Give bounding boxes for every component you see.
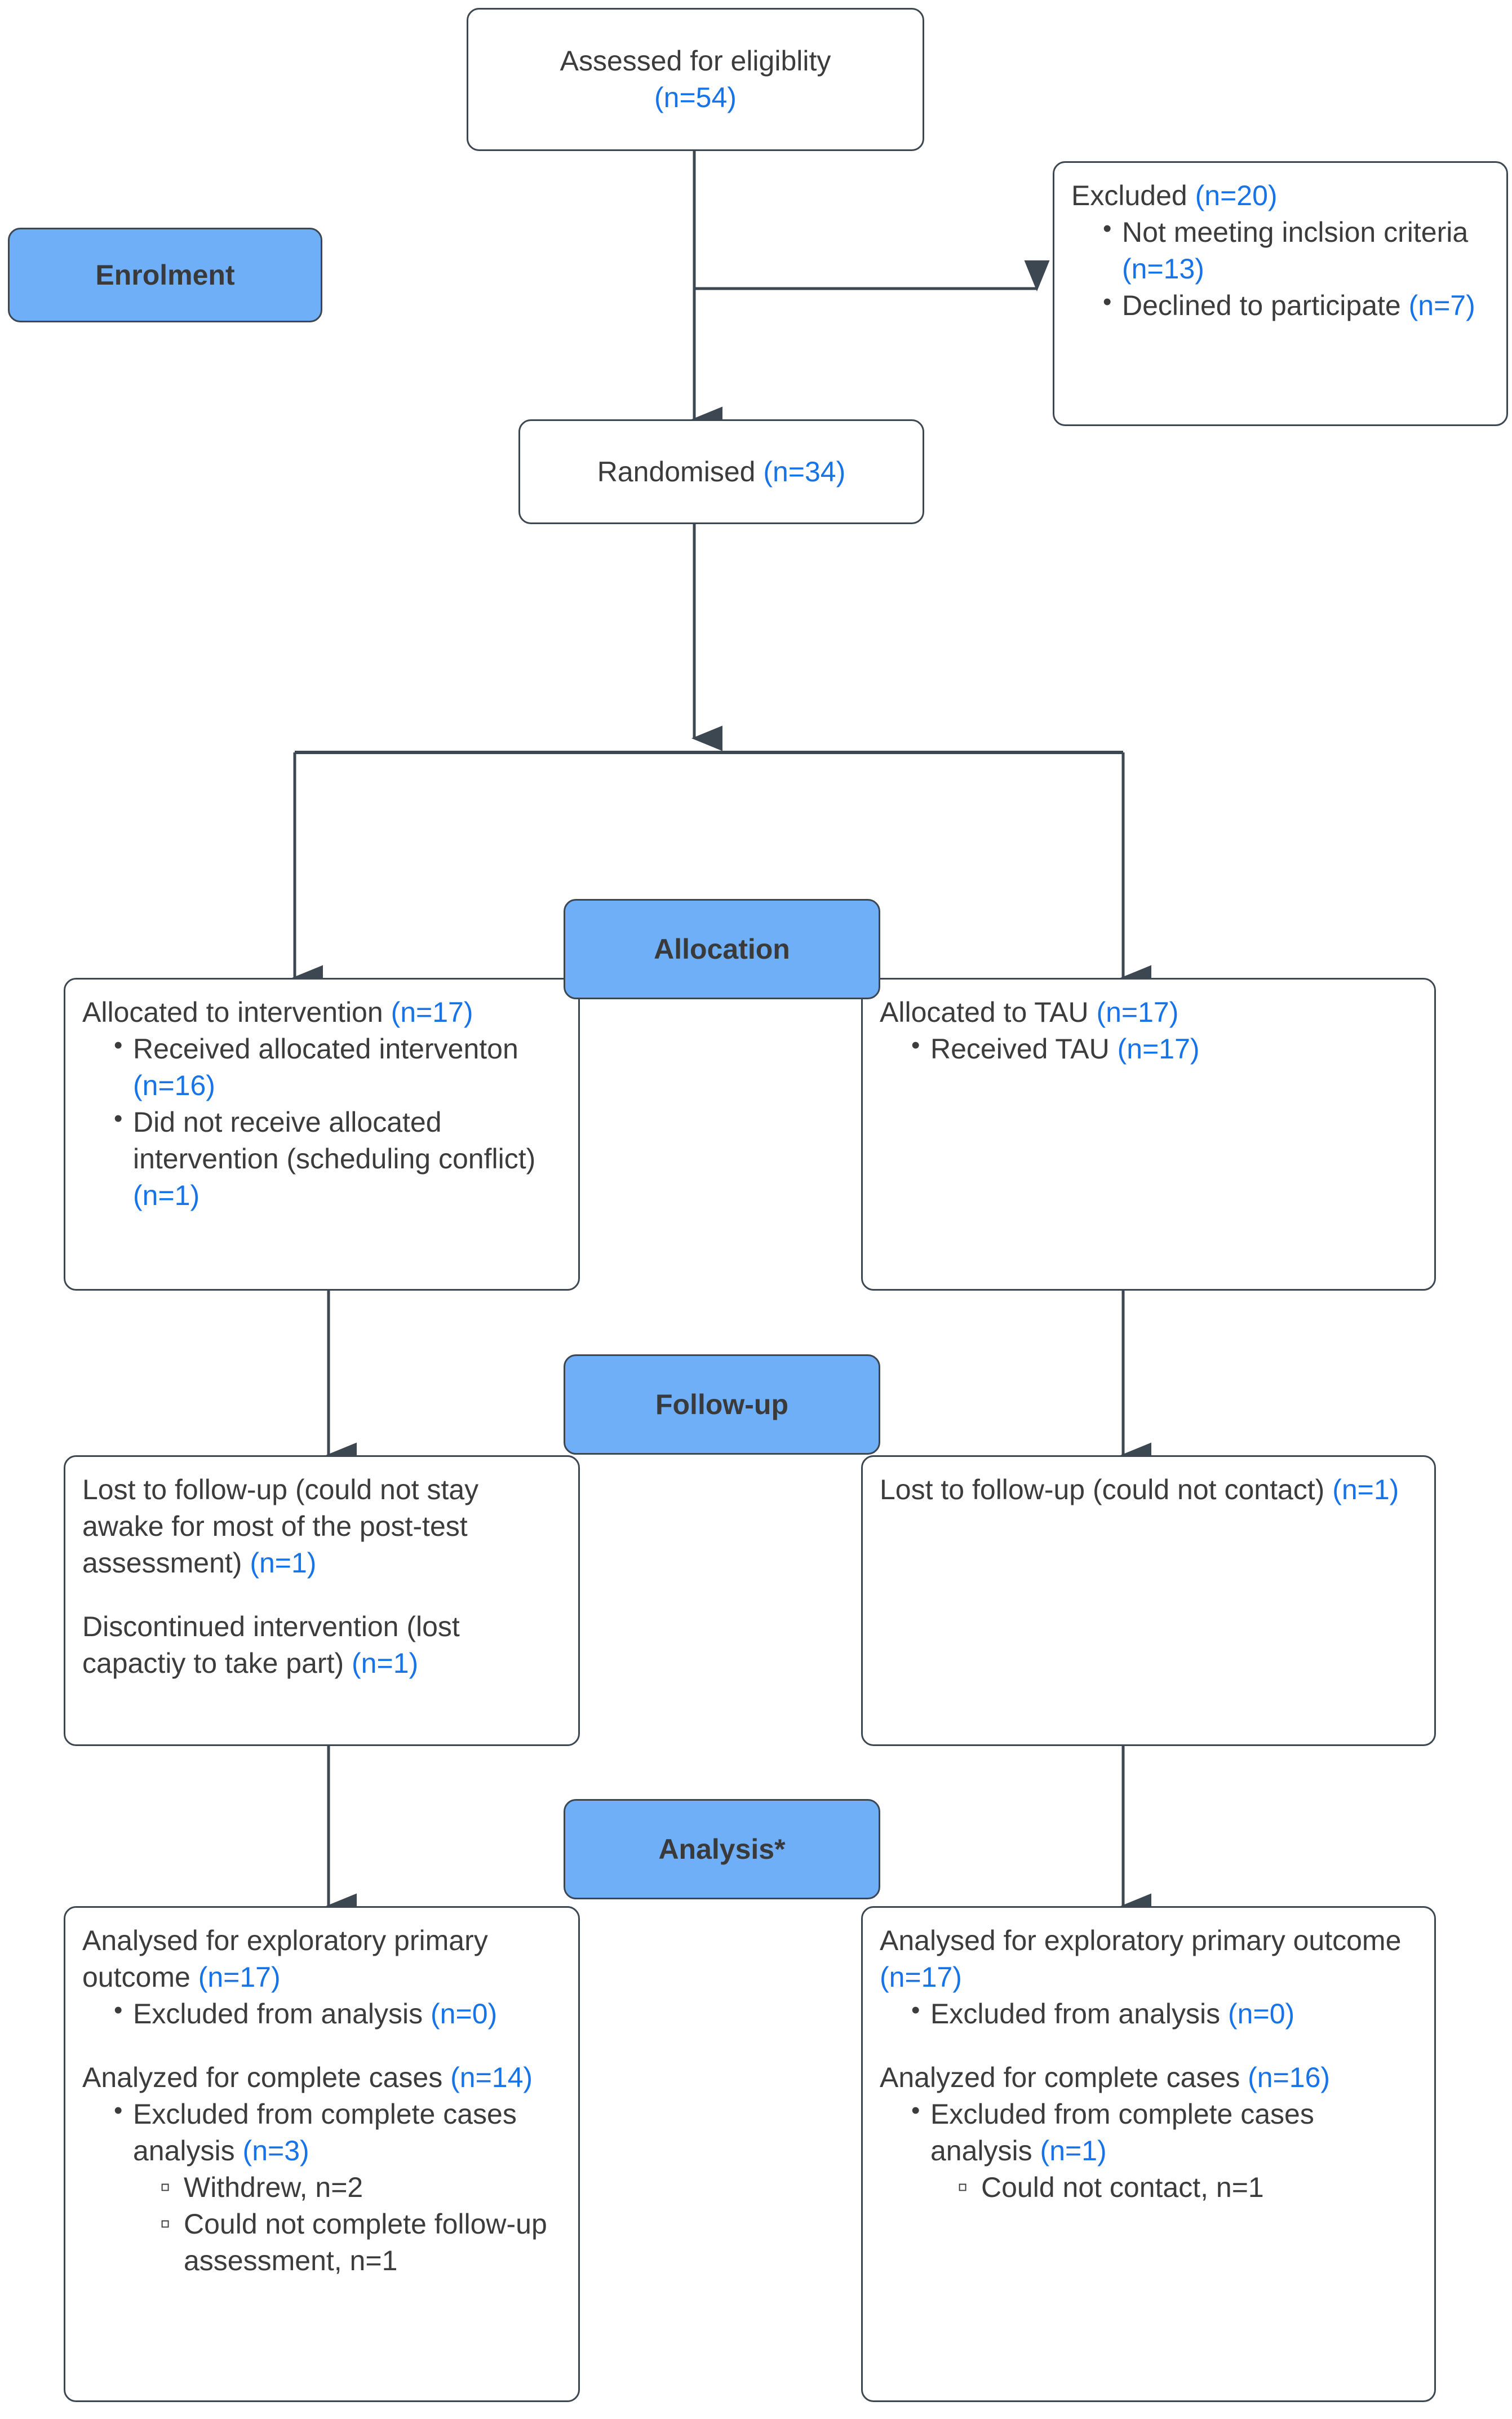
list-item: Received TAU (n=17): [909, 1029, 1417, 1067]
node-excluded: Excluded (n=20) Not meeting inclsion cri…: [1053, 161, 1508, 426]
alloc-right-item-0-count: (n=17): [1117, 1033, 1200, 1065]
node-followup-tau: Lost to follow-up (could not contact) (n…: [861, 1455, 1436, 1746]
follow-right-para1: Lost to follow-up (could not contact): [880, 1474, 1325, 1505]
node-analysis-intervention: Analysed for exploratory primary outcome…: [64, 1906, 580, 2402]
spacer: [82, 1581, 561, 1609]
alloc-left-item-1-count: (n=1): [133, 1180, 200, 1211]
stage-label-followup: Follow-up: [564, 1354, 880, 1455]
excluded-item-1-text: Declined to participate: [1122, 290, 1401, 321]
assessed-count: (n=54): [654, 82, 737, 113]
stage-label-allocation-text: Allocation: [654, 933, 790, 965]
analysis-left-list1: Excluded from analysis (n=0): [82, 1994, 561, 2032]
alloc-right-heading-count: (n=17): [1096, 996, 1179, 1028]
follow-left-para1-count: (n=1): [250, 1547, 317, 1579]
list-item: Excluded from complete cases analysis (n…: [909, 2094, 1417, 2207]
assessed-label: Assessed for eligiblity: [560, 45, 831, 77]
analysis-left-list2: Excluded from complete cases analysis (n…: [82, 2094, 561, 2279]
stage-label-allocation: Allocation: [564, 899, 880, 999]
stage-label-enrolment-text: Enrolment: [95, 259, 235, 291]
analysis-left-heading2: Analyzed for complete cases: [82, 2061, 443, 2093]
alloc-right-list: Received TAU (n=17): [880, 1029, 1417, 1067]
spacer: [82, 2032, 561, 2059]
analysis-right-heading1-count: (n=17): [880, 1961, 962, 1993]
stage-label-analysis: Analysis*: [564, 1799, 880, 1899]
stage-label-followup-text: Follow-up: [655, 1389, 789, 1420]
excluded-heading-count: (n=20): [1195, 180, 1278, 211]
alloc-left-item-1-text: Did not receive allocated intervention (…: [133, 1106, 536, 1175]
alloc-left-heading-count: (n=17): [391, 996, 473, 1028]
node-allocated-tau: Allocated to TAU (n=17) Received TAU (n=…: [861, 978, 1436, 1291]
node-randomised: Randomised (n=34): [518, 419, 924, 524]
analysis-right-item2-0-text: Excluded from complete cases analysis: [930, 2098, 1314, 2167]
randomised-label: Randomised: [597, 455, 756, 488]
analysis-right-list2: Excluded from complete cases analysis (n…: [880, 2094, 1417, 2207]
list-item: Excluded from analysis (n=0): [909, 1994, 1417, 2032]
alloc-right-item-0-text: Received TAU: [930, 1033, 1110, 1065]
list-item: Could not contact, n=1: [957, 2168, 1417, 2207]
list-item: Excluded from analysis (n=0): [112, 1994, 561, 2032]
analysis-right-list1: Excluded from analysis (n=0): [880, 1994, 1417, 2032]
follow-left-para2: Discontinued intervention (lost capactiy…: [82, 1610, 460, 1679]
analysis-right-item1-0-text: Excluded from analysis: [930, 1998, 1221, 2030]
analysis-left-item2-0-count: (n=3): [242, 2134, 309, 2167]
excluded-heading: Excluded: [1071, 180, 1187, 211]
randomised-count: (n=34): [763, 455, 846, 488]
alloc-left-item-0-text: Received allocated interventon: [133, 1033, 518, 1065]
analysis-right-heading2-count: (n=16): [1248, 2061, 1331, 2093]
node-allocated-intervention: Allocated to intervention (n=17) Receive…: [64, 978, 580, 1291]
list-item: Declined to participate (n=7): [1101, 286, 1489, 324]
list-item: Not meeting inclsion criteria (n=13): [1101, 212, 1489, 287]
list-item: Received allocated interventon (n=16): [112, 1029, 561, 1104]
alloc-right-heading: Allocated to TAU: [880, 996, 1089, 1028]
node-followup-intervention: Lost to follow-up (could not stay awake …: [64, 1455, 580, 1746]
list-item: Withdrew, n=2: [160, 2168, 561, 2207]
analysis-left-item1-0-text: Excluded from analysis: [133, 1998, 423, 2030]
follow-left-para1: Lost to follow-up (could not stay awake …: [82, 1474, 479, 1579]
analysis-left-heading2-count: (n=14): [450, 2061, 533, 2093]
follow-left-para2-count: (n=1): [352, 1647, 419, 1679]
analysis-right-item1-0-count: (n=0): [1228, 1998, 1295, 2030]
alloc-left-heading: Allocated to intervention: [82, 996, 383, 1028]
analysis-right-heading2: Analyzed for complete cases: [880, 2061, 1240, 2093]
node-analysis-tau: Analysed for exploratory primary outcome…: [861, 1906, 1436, 2402]
analysis-left-heading1: Analysed for exploratory primary outcome: [82, 1925, 488, 1993]
list-item: Did not receive allocated intervention (…: [112, 1102, 561, 1214]
list-item: Excluded from complete cases analysis (n…: [112, 2094, 561, 2279]
stage-label-analysis-text: Analysis*: [658, 1833, 786, 1865]
spacer: [880, 2032, 1417, 2059]
list-item: Could not complete follow-up assessment,…: [160, 2205, 561, 2279]
alloc-left-list: Received allocated interventon (n=16) Di…: [82, 1029, 561, 1214]
excluded-item-1-count: (n=7): [1408, 290, 1475, 321]
analysis-left-heading1-count: (n=17): [198, 1961, 281, 1993]
analysis-left-sublist: Withdrew, n=2 Could not complete follow-…: [133, 2168, 561, 2279]
analysis-right-heading1: Analysed for exploratory primary outcome: [880, 1925, 1402, 1956]
excluded-item-0-count: (n=13): [1122, 253, 1204, 285]
excluded-list: Not meeting inclsion criteria (n=13) Dec…: [1071, 212, 1489, 324]
analysis-left-item2-0-text: Excluded from complete cases analysis: [133, 2098, 517, 2167]
analysis-right-item2-0-count: (n=1): [1040, 2134, 1107, 2167]
alloc-left-item-0-count: (n=16): [133, 1070, 215, 1101]
excluded-item-0-text: Not meeting inclsion criteria: [1122, 216, 1469, 248]
stage-label-enrolment: Enrolment: [8, 228, 322, 322]
analysis-right-sublist: Could not contact, n=1: [930, 2168, 1417, 2207]
node-assessed-for-eligibility: Assessed for eligiblity (n=54): [467, 8, 924, 151]
analysis-left-item1-0-count: (n=0): [431, 1998, 498, 2030]
follow-right-para1-count: (n=1): [1332, 1474, 1399, 1505]
